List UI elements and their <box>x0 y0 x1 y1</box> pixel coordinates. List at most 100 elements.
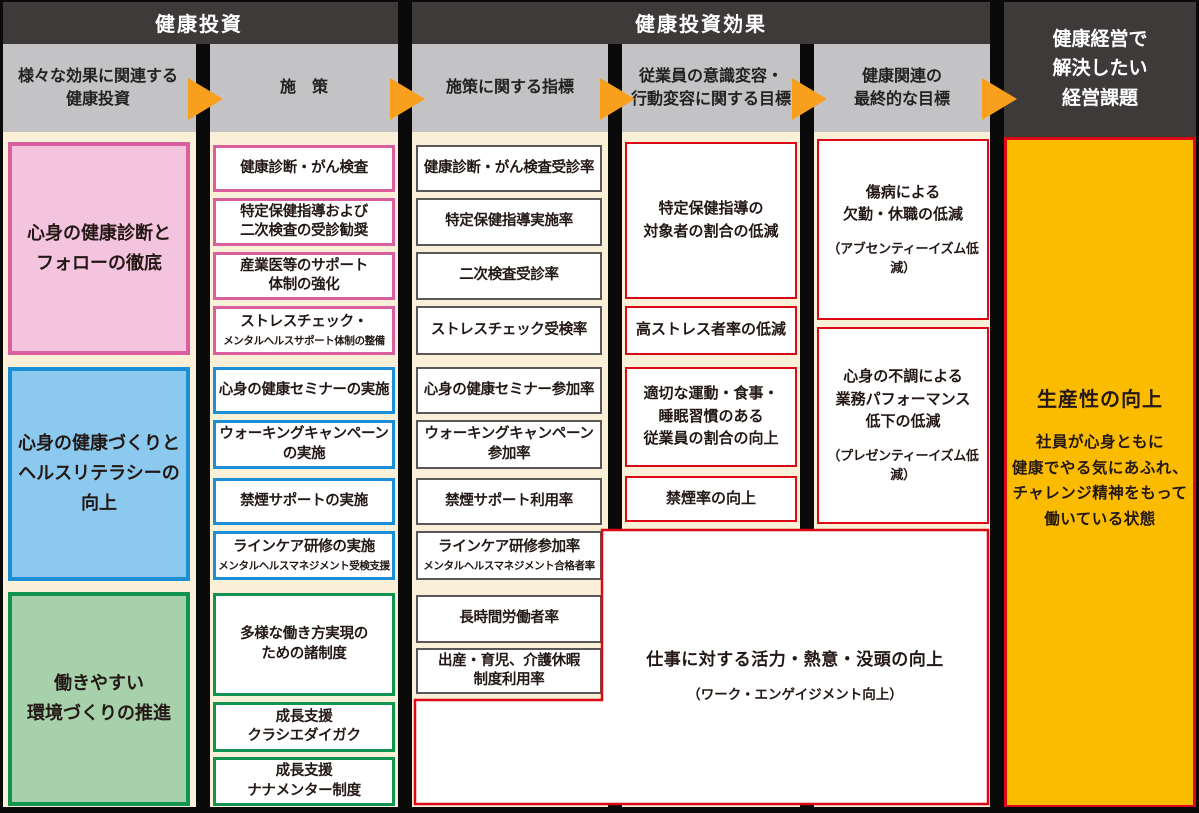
theme-box-health-checkup: 心身の健康診断と フォローの徹底 <box>8 142 190 355</box>
indicator-box-3-label: 二次検査受診率 <box>459 267 559 284</box>
section-header-investment-label: 健康投資 <box>155 13 243 36</box>
border-right <box>1196 0 1199 813</box>
indicator-box-2: 特定保健指導実施率 <box>416 198 602 246</box>
column-header-management-issue: 健康経営で 解決したい 経営課題 <box>1004 10 1196 128</box>
column-header-final-goals: 健康関連の 最終的な目標 <box>814 44 990 132</box>
measure-box-11: 成長支援 ナナメンター制度 <box>213 757 395 806</box>
section-header-effect: 健康投資効果 <box>412 0 990 44</box>
indicator-box-4: ストレスチェック受検率 <box>416 306 602 355</box>
indicator-box-7: 禁煙サポート利用率 <box>416 478 602 525</box>
final-goal-box-1: 傷病による 欠勤・休職の低減 （アブセンティーイズム低減） <box>817 139 989 320</box>
indicator-box-7-label: 禁煙サポート利用率 <box>445 492 573 509</box>
column-header-behavior-goals: 従業員の意識変容・ 行動変容に関する目標 <box>622 44 800 132</box>
measure-box-8: ラインケア研修の実施 メンタルヘルスマネジメント受検支援 <box>213 531 395 580</box>
measure-box-4-sublabel: メンタルヘルスサポート体制の整備 <box>223 334 385 347</box>
behavior-goal-box-2-label: 高ストレス者率の低減 <box>635 321 786 339</box>
column-header-indicators-label: 施策に関する指標 <box>445 79 574 97</box>
indicator-box-8-sublabel: メンタルヘルスマネジメント合格者率 <box>423 559 595 572</box>
section-header-effect-label: 健康投資効果 <box>635 13 767 36</box>
theme-box-work-environment-label: 働きやすい 環境づくりの推進 <box>27 673 171 723</box>
final-goal-box-1-label: 傷病による 欠勤・休職の低減 <box>842 183 963 224</box>
flow-arrow-1 <box>188 78 223 120</box>
measure-box-4-label: ストレスチェック・ <box>240 314 368 331</box>
behavior-goal-box-3-label: 適切な運動・食事・ 睡眠習慣のある 従業員の割合の向上 <box>643 385 779 448</box>
indicator-box-1-label: 健康診断・がん検査受診率 <box>423 159 595 176</box>
indicator-box-2-label: 特定保健指導実施率 <box>445 213 573 230</box>
column-header-final-goals-label: 健康関連の 最終的な目標 <box>853 67 950 108</box>
flow-arrow-4 <box>792 78 827 120</box>
engagement-box <box>413 528 990 806</box>
engagement-box-outline <box>413 528 990 806</box>
behavior-goal-box-1-label: 特定保健指導の 対象者の割合の低減 <box>643 200 779 240</box>
flow-arrow-3 <box>600 78 635 120</box>
column-header-management-issue-label: 健康経営で 解決したい 経営課題 <box>1052 28 1148 109</box>
measure-box-10: 成長支援 クラシエダイガク <box>213 702 395 752</box>
theme-box-health-literacy: 心身の健康づくりと ヘルスリテラシーの 向上 <box>8 367 190 581</box>
border-bottom <box>0 807 1199 813</box>
measure-box-5-label: 心身の健康セミナーの実施 <box>218 381 390 398</box>
measure-box-9-label: 多様な働き方実現の ための諸制度 <box>240 626 368 662</box>
indicator-box-6: ウォーキングキャンペーン 参加率 <box>416 420 602 469</box>
theme-box-health-literacy-label: 心身の健康づくりと ヘルスリテラシーの 向上 <box>18 433 180 513</box>
final-goal-box-2-note: （プレゼンティーイズム低減） <box>827 447 979 483</box>
outcome-box: 生産性の向上 社員が心身ともに 健康でやる気にあふれ、 チャレンジ精神をもって … <box>1004 137 1196 808</box>
column-header-measures-label: 施 策 <box>279 79 328 97</box>
flow-arrow-2 <box>390 78 425 120</box>
column-divider-2 <box>398 0 412 813</box>
measure-box-10-label: 成長支援 クラシエダイガク <box>247 708 361 744</box>
column-divider-1 <box>196 44 210 813</box>
final-goal-box-2-label: 心身の不調による 業務パフォーマンス 低下の低減 <box>835 368 971 431</box>
indicator-box-5-label: 心身の健康セミナー参加率 <box>423 381 595 398</box>
measure-box-1-label: 健康診断・がん検査 <box>240 159 368 176</box>
engagement-box-text: 仕事に対する活力・熱意・没頭の向上 （ワーク・エンゲイジメント向上） <box>602 645 988 703</box>
behavior-goal-box-1: 特定保健指導の 対象者の割合の低減 <box>625 142 797 299</box>
column-header-indicators: 施策に関する指標 <box>412 44 608 132</box>
behavior-goal-box-4: 禁煙率の向上 <box>625 476 797 522</box>
measure-box-3: 産業医等のサポート 体制の強化 <box>213 252 395 300</box>
column-divider-5 <box>990 0 1004 813</box>
column-header-measures: 施 策 <box>210 44 398 132</box>
indicator-box-10: 出産・育児、介護休暇 制度利用率 <box>416 648 602 694</box>
measure-box-7-label: 禁煙サポートの実施 <box>240 492 368 509</box>
indicator-box-8-label: ラインケア研修参加率 <box>438 539 580 556</box>
indicator-box-4-label: ストレスチェック受検率 <box>430 321 588 338</box>
theme-box-health-checkup-label: 心身の健康診断と フォローの徹底 <box>27 222 171 273</box>
flow-arrow-5 <box>982 78 1017 120</box>
measure-box-9: 多様な働き方実現の ための諸制度 <box>213 593 395 696</box>
section-header-investment: 健康投資 <box>0 0 398 44</box>
behavior-goal-box-4-label: 禁煙率の向上 <box>665 489 756 507</box>
indicator-box-5: 心身の健康セミナー参加率 <box>416 367 602 414</box>
measure-box-8-sublabel: メンタルヘルスマネジメント受検支援 <box>218 559 390 572</box>
border-left <box>0 0 3 813</box>
measure-box-6: ウォーキングキャンペーン の実施 <box>213 420 395 469</box>
behavior-goal-box-2: 高ストレス者率の低減 <box>625 306 797 355</box>
measure-box-2: 特定保健指導および 二次検査の受診勧奨 <box>213 198 395 246</box>
column-header-investments-label: 様々な効果に関連する 健康投資 <box>17 67 178 108</box>
border-top <box>0 0 1199 2</box>
column-header-behavior-goals-label: 従業員の意識変容・ 行動変容に関する目標 <box>630 67 791 108</box>
measure-box-11-label: 成長支援 ナナメンター制度 <box>247 763 361 799</box>
indicator-box-6-label: ウォーキングキャンペーン 参加率 <box>424 426 594 462</box>
measure-box-2-label: 特定保健指導および 二次検査の受診勧奨 <box>240 203 368 239</box>
engagement-main-label: 仕事に対する活力・熱意・没頭の向上 <box>646 650 944 669</box>
final-goal-box-2: 心身の不調による 業務パフォーマンス 低下の低減 （プレゼンティーイズム低減） <box>817 327 989 524</box>
measure-box-5: 心身の健康セミナーの実施 <box>213 367 395 414</box>
theme-box-work-environment: 働きやすい 環境づくりの推進 <box>8 592 190 806</box>
indicator-box-9-label: 長時間労働者率 <box>459 610 559 627</box>
column-header-investments: 様々な効果に関連する 健康投資 <box>0 44 196 132</box>
engagement-note-label: （ワーク・エンゲイジメント向上） <box>687 687 903 702</box>
measure-box-4: ストレスチェック・ メンタルヘルスサポート体制の整備 <box>213 306 395 355</box>
measure-box-7: 禁煙サポートの実施 <box>213 478 395 525</box>
measure-box-3-label: 産業医等のサポート 体制の強化 <box>240 257 368 293</box>
measure-box-6-label: ウォーキングキャンペーン の実施 <box>219 426 389 462</box>
indicator-box-8: ラインケア研修参加率 メンタルヘルスマネジメント合格者率 <box>416 531 602 580</box>
outcome-body: 社員が心身ともに 健康でやる気にあふれ、 チャレンジ精神をもって 働いている状態 <box>1011 434 1189 528</box>
indicator-box-1: 健康診断・がん検査受診率 <box>416 145 602 192</box>
final-goal-box-1-note: （アブセンティーイズム低減） <box>827 240 979 276</box>
indicator-box-3: 二次検査受診率 <box>416 252 602 300</box>
measure-box-1: 健康診断・がん検査 <box>213 145 395 192</box>
indicator-box-10-label: 出産・育児、介護休暇 制度利用率 <box>438 652 580 688</box>
behavior-goal-box-3: 適切な運動・食事・ 睡眠習慣のある 従業員の割合の向上 <box>625 367 797 467</box>
outcome-title: 生産性の向上 <box>1037 389 1163 411</box>
